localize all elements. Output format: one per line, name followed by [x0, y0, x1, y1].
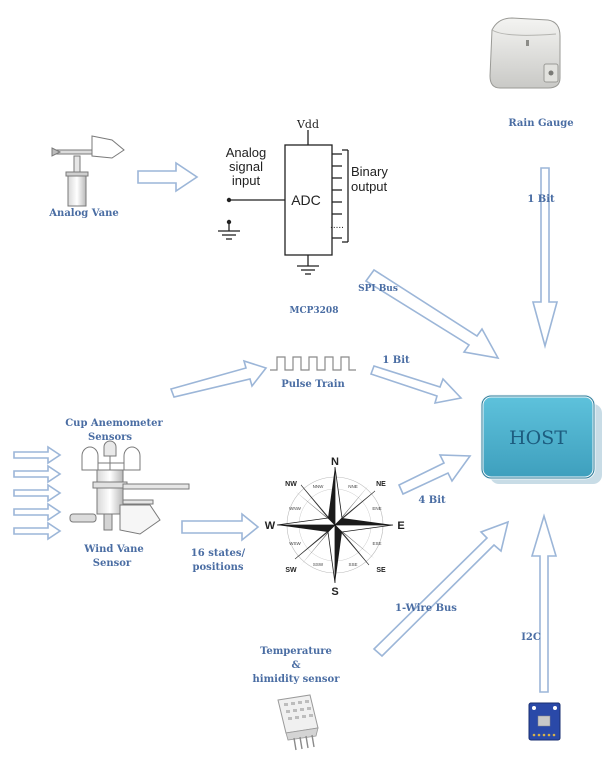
one-wire-label: 1-Wire Bus — [395, 603, 457, 614]
arrows — [13, 161, 559, 693]
adc-analog-label-2: signal — [229, 159, 263, 174]
compass-w: W — [265, 520, 276, 532]
wind-vane-label-1: Wind Vane — [83, 544, 144, 555]
wind-arrow-3 — [13, 483, 62, 503]
adc-binary-label-2: output — [351, 179, 388, 194]
pulse-train-waveform — [270, 356, 356, 371]
analog-vane-label: Analog Vane — [48, 208, 118, 219]
compass-ssw: SSW — [313, 562, 324, 567]
temp-label-1: Temperature — [260, 646, 332, 657]
states-label-1: 16 states/ — [191, 548, 246, 559]
adc-binary-label-1: Binary — [351, 164, 388, 179]
compass-nne: NNE — [348, 484, 358, 489]
host-box: HOST — [480, 394, 602, 484]
adc-schematic — [218, 130, 349, 275]
compass-n: N — [331, 456, 339, 468]
compass-ese: ESE — [372, 541, 381, 546]
four-bit-label: 4 Bit — [418, 495, 446, 506]
adc-center-label: ADC — [291, 192, 321, 208]
i2c-sensor-board — [528, 702, 561, 741]
pulse-bit-label: 1 Bit — [382, 355, 410, 366]
states-label-2: positions — [192, 562, 243, 573]
vane-compass-arrow — [181, 512, 260, 542]
rain-gauge-label: Rain Gauge — [508, 118, 573, 129]
compass-wsw: WSW — [289, 541, 301, 546]
analog-vane-arrow — [137, 161, 199, 193]
rain-bit-label: 1 Bit — [527, 194, 555, 205]
pulse-train-label: Pulse Train — [281, 379, 345, 390]
i2c-arrow — [530, 513, 558, 693]
pulse-in-arrow — [169, 359, 268, 398]
dht-sensor-image — [277, 694, 319, 751]
compass-e: E — [397, 520, 404, 532]
compass-wnw: WNW — [289, 506, 301, 511]
ground-node — [226, 219, 232, 225]
compass-ene: ENE — [372, 506, 381, 511]
one-wire-arrow — [372, 520, 510, 658]
mcp3208-label: MCP3208 — [290, 306, 339, 316]
wind-arrow-5 — [13, 521, 62, 541]
cup-anemometer-label-2: Sensors — [88, 432, 132, 443]
pulse-out-arrow — [369, 365, 463, 405]
cup-anemometer-image — [69, 440, 190, 535]
wind-arrow-4 — [13, 502, 62, 522]
temp-label-2: & — [291, 660, 300, 671]
compass-rose — [276, 466, 394, 584]
compass-sse: SSE — [348, 562, 357, 567]
host-label: HOST — [509, 427, 567, 449]
adc-analog-label-3: input — [232, 173, 261, 188]
spi-bus-label: SPI Bus — [358, 284, 398, 294]
wind-vane-label-2: Sensor — [93, 558, 132, 569]
adc-vdd-label: Vdd — [296, 118, 319, 131]
four-bit-arrow — [397, 454, 472, 496]
compass-nw: NW — [285, 481, 297, 488]
cup-anemometer-label-1: Cup Anemometer — [65, 418, 163, 429]
adc-dots: ..... — [330, 220, 344, 231]
rain-gauge-arrow — [531, 167, 559, 350]
i2c-label: I2C — [521, 632, 541, 643]
wind-arrow-2 — [13, 464, 62, 484]
temp-label-3: himidity sensor — [253, 674, 341, 685]
compass-ne: NE — [376, 481, 386, 488]
analog-input-node — [226, 197, 232, 203]
analog-vane-image — [51, 135, 125, 207]
compass-s: S — [331, 586, 338, 598]
compass-sw: SW — [285, 567, 297, 574]
spi-bus-arrow — [364, 268, 500, 360]
compass-se: SE — [376, 567, 386, 574]
wind-arrow-1 — [13, 445, 62, 465]
compass-nnw: NNW — [313, 484, 324, 489]
adc-analog-label-1: Analog — [226, 145, 266, 160]
rain-gauge-image — [489, 17, 561, 89]
